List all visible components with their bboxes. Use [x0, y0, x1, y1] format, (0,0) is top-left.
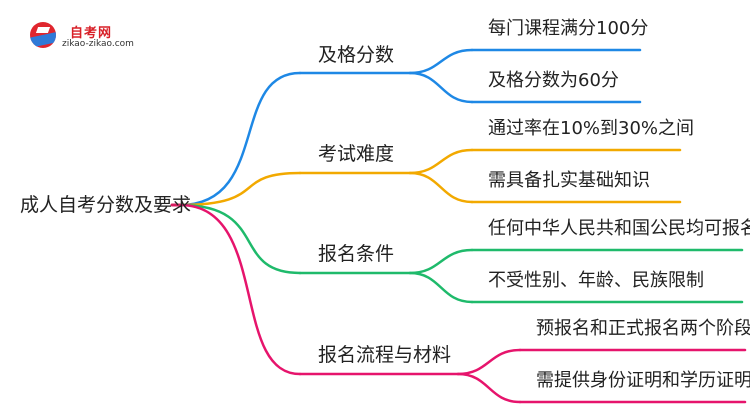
leaf-label: 需提供身份证明和学历证明 — [536, 370, 750, 391]
logo-name: 自考网 — [70, 26, 113, 41]
branch-connector — [178, 171, 302, 207]
leaf-label: 通过率在10%到30%之间 — [488, 118, 695, 139]
leaf-connector — [408, 48, 474, 75]
leaf-connector — [408, 71, 474, 104]
connector-lines — [170, 48, 747, 404]
leaf-connector — [408, 171, 474, 204]
branch-label-registration-conditions: 报名条件 — [318, 243, 395, 265]
site-logo: 自考网 zikao-zikao.com — [30, 18, 150, 58]
leaf-connector — [456, 372, 522, 404]
leaf-label: 不受性别、年龄、民族限制 — [488, 270, 704, 291]
leaf-label: 每门课程满分100分 — [488, 18, 649, 39]
leaf-connector — [408, 271, 474, 304]
logo-url: zikao-zikao.com — [62, 39, 134, 49]
leaf-label: 任何中华人民共和国公民均可报名 — [488, 218, 750, 239]
branch-connector — [178, 203, 302, 376]
leaf-label: 及格分数为60分 — [488, 70, 619, 91]
leaf-connector — [408, 148, 474, 175]
branch-label-registration-process: 报名流程与材料 — [318, 344, 452, 366]
branch-label-passing-score: 及格分数 — [318, 44, 395, 66]
leaf-connector — [408, 248, 474, 275]
leaf-label: 预报名和正式报名两个阶段 — [536, 318, 750, 339]
leaf-connector — [456, 348, 522, 376]
leaf-label: 需具备扎实基础知识 — [488, 170, 650, 191]
branch-connector — [178, 71, 302, 207]
logo-badge-icon — [30, 22, 56, 48]
root-node-label: 成人自考分数及要求 — [20, 194, 192, 216]
branch-label-exam-difficulty: 考试难度 — [318, 143, 395, 165]
graduation-cap-icon — [35, 27, 51, 33]
branch-connector — [178, 203, 302, 275]
